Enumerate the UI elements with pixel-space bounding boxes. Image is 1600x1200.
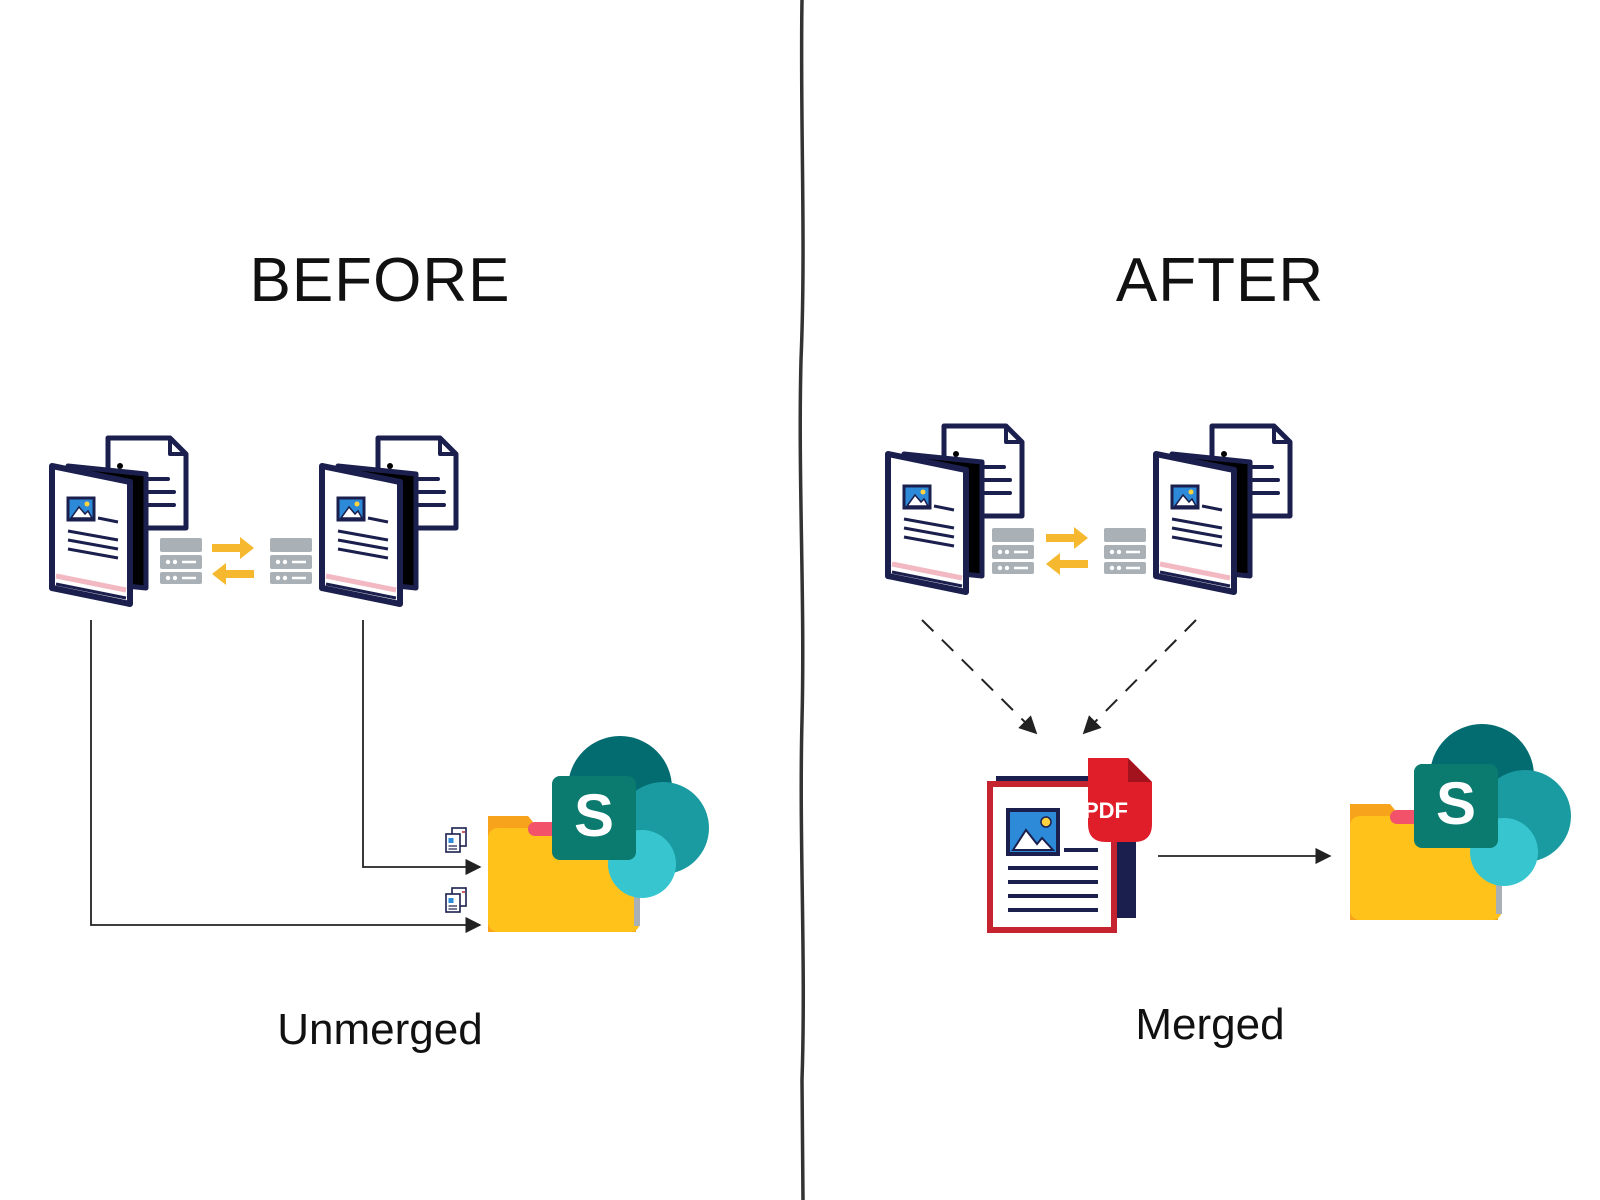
after-panel: PDF S [888, 426, 1571, 933]
sharepoint-folder-icon: S [488, 736, 709, 932]
document-pair-icon [322, 438, 456, 604]
section-divider [798, 0, 806, 1200]
swap-arrows-icon [1046, 527, 1088, 575]
small-file-icon [445, 827, 467, 853]
after-title: AFTER [1115, 246, 1325, 315]
document-pair-icon [1156, 426, 1290, 592]
dashed-arrow [1082, 619, 1197, 735]
unmerged-caption: Unmerged [277, 1005, 483, 1054]
pdf-badge: PDF [1084, 798, 1128, 823]
swap-arrows-icon [212, 537, 254, 585]
sharepoint-folder-icon: S [1350, 724, 1571, 920]
connector-arrow [90, 620, 482, 934]
server-icon [158, 536, 204, 586]
before-title: BEFORE [249, 246, 511, 315]
server-icon [268, 536, 314, 586]
server-icon [990, 526, 1036, 576]
merged-caption: Merged [1135, 1000, 1285, 1049]
pdf-document-icon: PDF [987, 758, 1152, 933]
before-panel: S [52, 438, 709, 934]
connector-arrow [362, 620, 482, 876]
sharepoint-letter: S [574, 782, 614, 849]
server-icon [1102, 526, 1148, 576]
dashed-arrow [921, 619, 1038, 735]
sharepoint-letter: S [1436, 770, 1476, 837]
small-file-icon [445, 887, 467, 913]
